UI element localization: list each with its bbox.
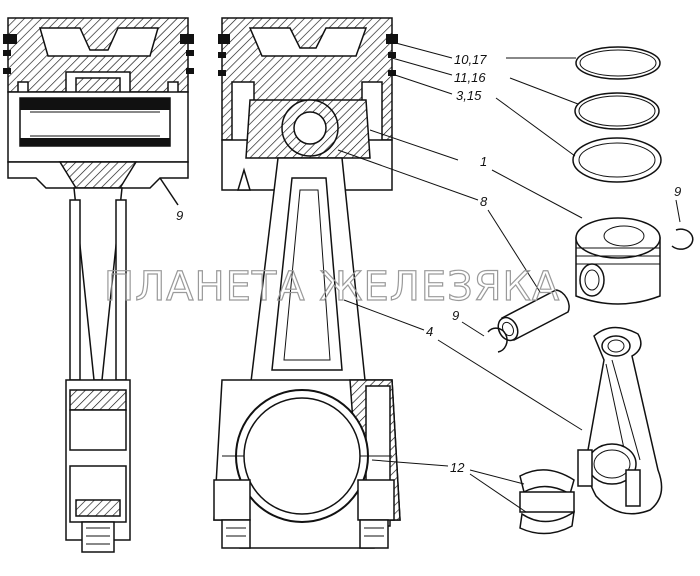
piston-rings — [572, 46, 662, 183]
label-circlip-left-view: 9 — [176, 208, 183, 223]
center-section-view — [213, 17, 401, 549]
label-pin: 8 — [480, 194, 488, 209]
bearing-shells — [519, 469, 575, 535]
circlip-mid — [487, 327, 508, 353]
circlip-right — [671, 228, 694, 250]
piston — [575, 217, 661, 305]
label-piston: 1 — [480, 154, 487, 169]
label-bearings: 12 — [450, 460, 465, 475]
label-rings-mid: 11,16 — [454, 70, 486, 85]
connecting-rod — [577, 326, 663, 515]
piston-pin — [497, 289, 570, 342]
label-rings-top: 10,17 — [454, 52, 487, 67]
label-rings-low: 3,15 — [456, 88, 482, 103]
watermark-text: ПЛАНЕТА ЖЕЛЕЗЯКА — [104, 264, 560, 310]
left-side-view — [3, 17, 194, 553]
label-rod: 4 — [426, 324, 433, 339]
leader-lines — [337, 41, 681, 513]
label-circlip-right: 9 — [674, 184, 681, 199]
label-circlip-mid: 9 — [452, 308, 459, 323]
